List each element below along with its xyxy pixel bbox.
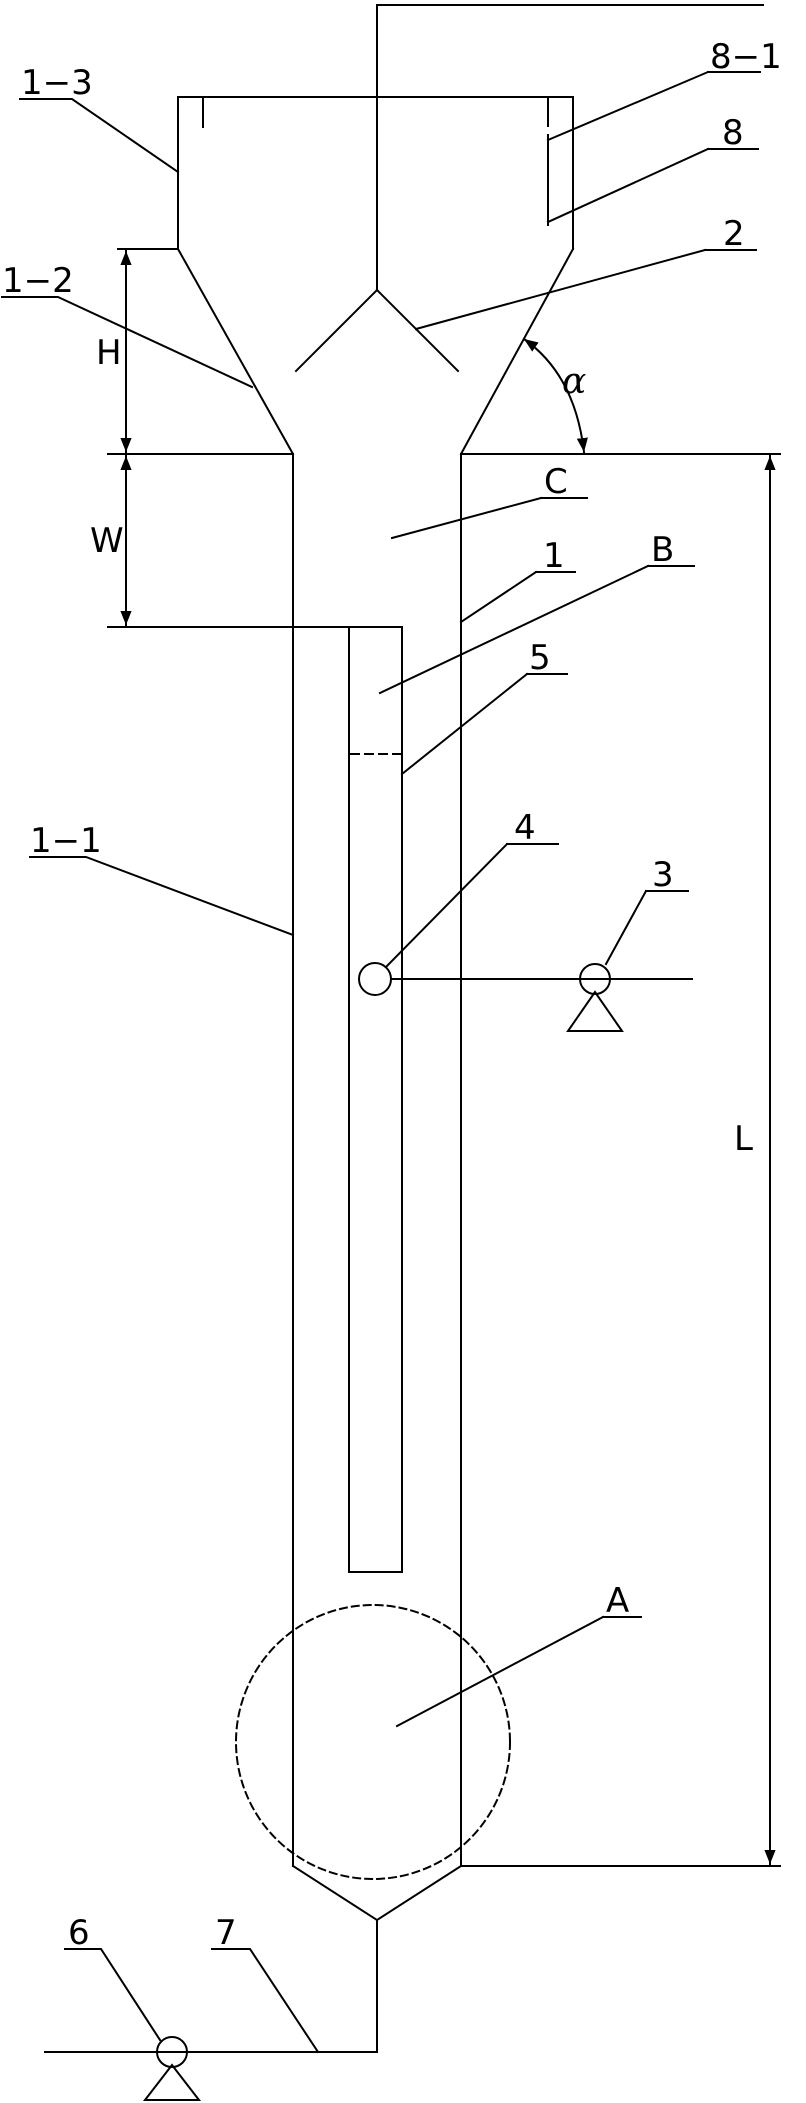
label-1-2: 1−2 bbox=[2, 261, 74, 301]
upper-settling-zone bbox=[177, 96, 574, 250]
pump-6 bbox=[156, 2036, 188, 2068]
angle-label-alpha: α bbox=[562, 361, 586, 402]
label-1-3: 1−3 bbox=[21, 63, 93, 103]
label-6: 6 bbox=[68, 1913, 90, 1953]
angle-alpha bbox=[522, 337, 633, 455]
label-c: C bbox=[544, 462, 568, 502]
central-feed-pipe bbox=[294, 4, 764, 373]
label-8-1: 8−1 bbox=[710, 37, 782, 77]
dimension-labels: H W L α bbox=[90, 333, 753, 1159]
label-1-1: 1−1 bbox=[30, 821, 102, 861]
pump-3 bbox=[579, 963, 611, 995]
component-labels: 1−3 8−1 8 2 1−2 C 1 B 5 1−1 4 3 A 6 7 bbox=[2, 37, 782, 1953]
label-4: 4 bbox=[514, 808, 536, 848]
main-column bbox=[291, 453, 463, 2053]
dimension-w bbox=[107, 453, 350, 628]
label-7: 7 bbox=[215, 1913, 237, 1953]
label-3: 3 bbox=[652, 855, 674, 895]
leader-lines bbox=[1, 70, 761, 2054]
dimension-l bbox=[460, 453, 781, 1867]
label-b: B bbox=[651, 530, 674, 570]
label-a: A bbox=[606, 1581, 629, 1621]
dimension-label-l: L bbox=[734, 1119, 753, 1159]
dimension-label-h: H bbox=[96, 333, 122, 373]
label-2: 2 bbox=[723, 214, 745, 254]
label-1: 1 bbox=[543, 536, 565, 576]
label-5: 5 bbox=[529, 638, 551, 678]
label-8: 8 bbox=[722, 113, 744, 153]
conical-transition bbox=[176, 247, 575, 456]
dimension-h bbox=[117, 248, 179, 453]
dimension-label-w: W bbox=[90, 521, 124, 561]
detail-circle-a bbox=[235, 1604, 511, 1880]
inner-draft-tube bbox=[348, 626, 403, 1573]
bottom-outlet-line bbox=[44, 2036, 378, 2101]
aerator-line bbox=[358, 962, 693, 1032]
